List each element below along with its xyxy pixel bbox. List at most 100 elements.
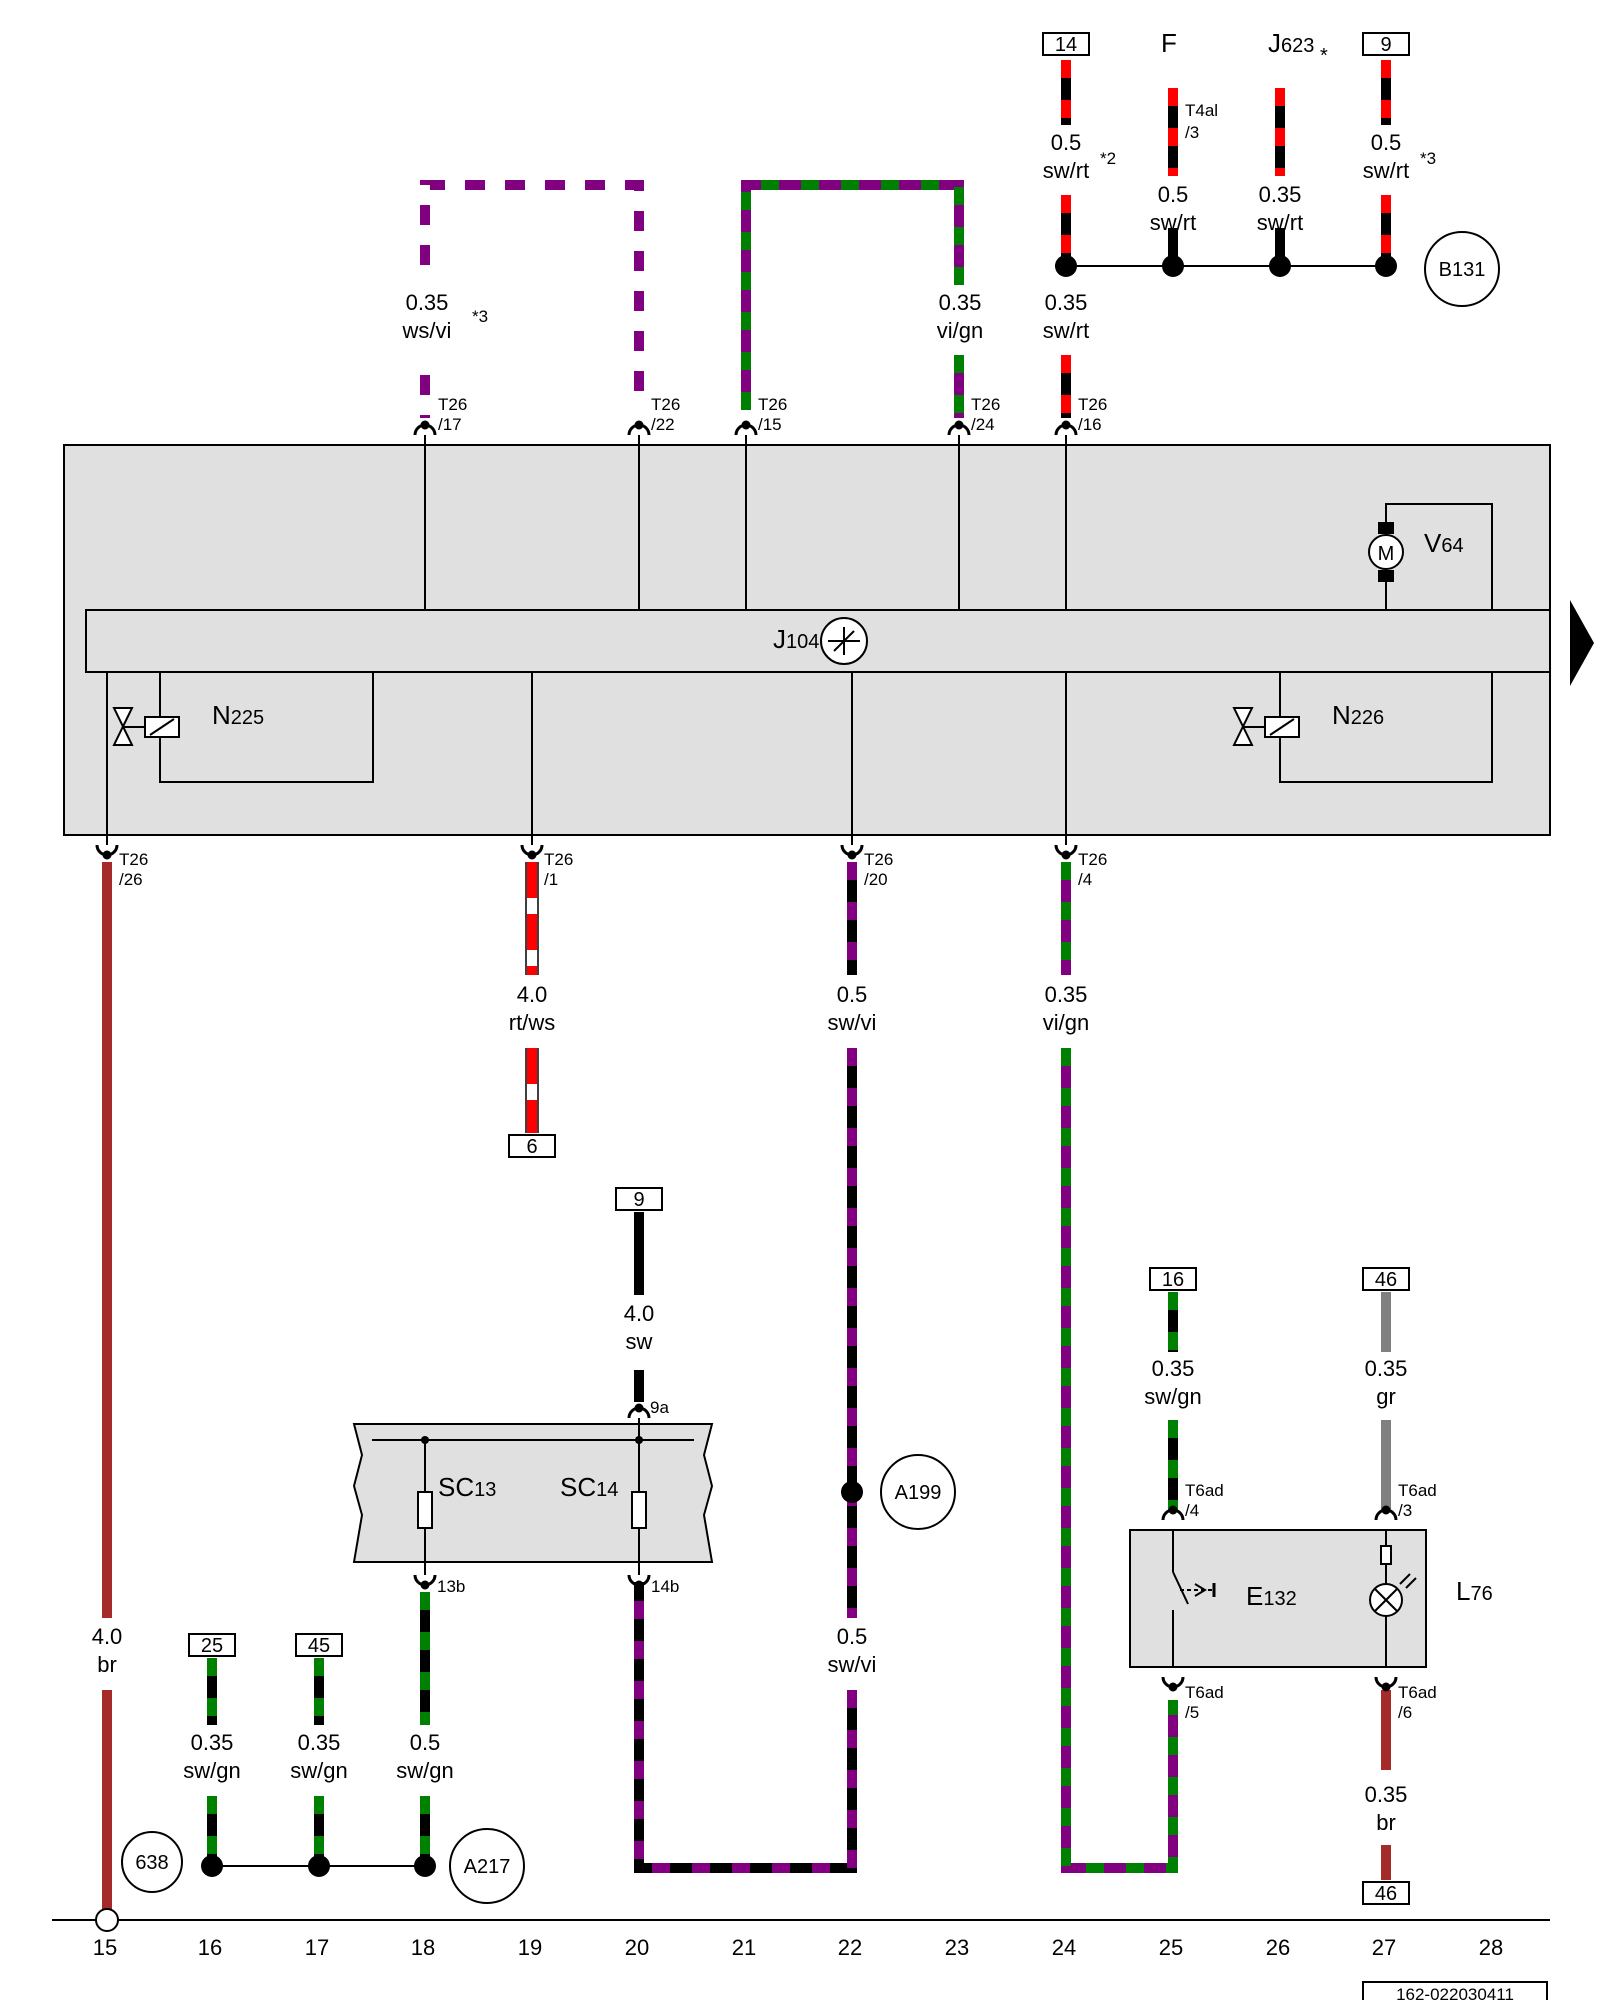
footer-code: 162-022030411 [1396,1985,1514,2000]
a217-junctions [201,1855,436,1877]
wire-t4 [1061,862,1178,1873]
b131-junctions [1055,255,1397,277]
footer-code-box [1362,1981,1548,2000]
wire-color-t1: rt/ws [509,1010,555,1035]
wire-size-w27b: 0.35 [1365,1782,1408,1807]
pin-t16: T26/16 [1078,395,1107,434]
pin-t15: T26/15 [758,395,787,434]
wire-size-p9: 0.5 [1371,130,1402,155]
wire-size-t26: 4.0 [92,1624,123,1649]
component-f: F [1161,28,1177,58]
ref-box-45 [295,1633,343,1657]
bottom-connector-arcs [95,844,1078,860]
wire-size-t20: 0.5 [837,982,868,1007]
pin-9a: 9a [650,1398,669,1417]
track-numbers: 15 16 17 18 19 20 21 22 23 24 25 26 27 2… [93,1935,1503,1960]
l76-label: L76 [1456,1576,1493,1606]
track-number: 21 [732,1935,756,1960]
n225-valve-icon [112,707,180,746]
pin-e6: T6ad/6 [1398,1683,1437,1722]
pin-t24: T26/24 [971,395,1000,434]
wire-color-w22b: sw/vi [828,1652,877,1677]
pin-e5: T6ad/5 [1185,1683,1224,1722]
e132-label: E132 [1246,1581,1297,1611]
pin-e3: T6ad/3 [1398,1481,1437,1520]
ref-46b: 46 [1375,1883,1397,1905]
b131-branch-wires [1055,60,1391,267]
ref-25: 25 [201,1635,223,1657]
wire-color-w27a: gr [1376,1384,1396,1409]
a199-label: A199 [895,1482,942,1504]
unit-internal-lines [106,435,1493,845]
ref-box-25 [188,1633,236,1657]
a217-circle [449,1828,525,1904]
wire-size-pj: 0.35 [1259,182,1302,207]
track-number: 20 [625,1935,649,1960]
ref-14: 14 [1055,34,1077,56]
wire-color-p14: sw/rt [1043,158,1089,183]
track-number: 18 [411,1935,435,1960]
wire-color-s9: sw [626,1329,653,1354]
top-connector-arcs [413,420,1078,436]
wire-note-t17: *3 [472,307,488,326]
a199-junction [841,1481,863,1503]
wire-size-s9: 4.0 [624,1301,655,1326]
j104-symbol [820,617,868,665]
motor-symbol: M [1378,543,1395,565]
wire-size-w25: 0.35 [1152,1356,1195,1381]
wire-size-t17: 0.35 [406,290,449,315]
pin-13b: 13b [437,1577,465,1596]
n226-label: N226 [1332,700,1384,730]
wire-size-t1: 4.0 [517,982,548,1007]
sc13-label: SC13 [438,1472,496,1502]
sc14-label: SC14 [560,1472,618,1502]
wire-note-p9: *3 [1420,149,1436,168]
wire-t1 [525,862,539,1133]
pin-t26: T26/26 [119,850,148,889]
wire-color-pj: sw/rt [1257,210,1303,235]
track-number: 17 [305,1935,329,1960]
wire-color-t17: ws/vi [402,318,452,343]
c638-label: 638 [135,1852,168,1874]
wire-color-t16: sw/rt [1043,318,1089,343]
wire-color-p9: sw/rt [1363,158,1409,183]
wire-color-w16: sw/gn [183,1758,240,1783]
wire-color-t4: vi/gn [1043,1010,1089,1035]
e132-wires [1168,1292,1391,1880]
ref-16: 16 [1162,1269,1184,1291]
wire-color-t26: br [97,1652,117,1677]
ref-box-9 [1362,32,1410,56]
c638-circle [121,1831,183,1893]
fuse-connector-arcs [413,1403,651,1590]
pin-t20: T26/20 [864,850,893,889]
pin-t4: T26/4 [1078,850,1107,889]
pin-14b: 14b [651,1577,679,1596]
wire-t20 [634,862,857,1873]
continuation-arrow-icon [1570,600,1594,686]
ref-45: 45 [308,1635,330,1657]
wire-size-t16: 0.35 [1045,290,1088,315]
fuse-node-14 [635,1436,643,1444]
l76-lamp-icon [1369,1530,1417,1667]
n225-label: N225 [212,700,264,730]
j623-star: * [1320,45,1328,67]
ref-6: 6 [526,1136,537,1158]
pin-t17: T26/17 [438,395,467,434]
fuse-box-sc [352,1423,714,1563]
wire-size-w16: 0.35 [191,1730,234,1755]
wire-size-t24: 0.35 [939,290,982,315]
ref-9: 9 [1380,34,1391,56]
wire-size-w18: 0.5 [410,1730,441,1755]
v64-label: V64 [1424,528,1464,558]
pin-t4al: T4al/3 [1185,101,1218,142]
wire-size-w27a: 0.35 [1365,1356,1408,1381]
track-number: 23 [945,1935,969,1960]
track-number: 27 [1372,1935,1396,1960]
fuse-node-13 [421,1436,429,1444]
ref-box-46b [1362,1881,1410,1905]
wire-color-t24: vi/gn [937,318,983,343]
v64-motor: M [1368,522,1404,582]
n226-valve-icon [1232,707,1300,746]
wire-note-p14: *2 [1100,149,1116,168]
